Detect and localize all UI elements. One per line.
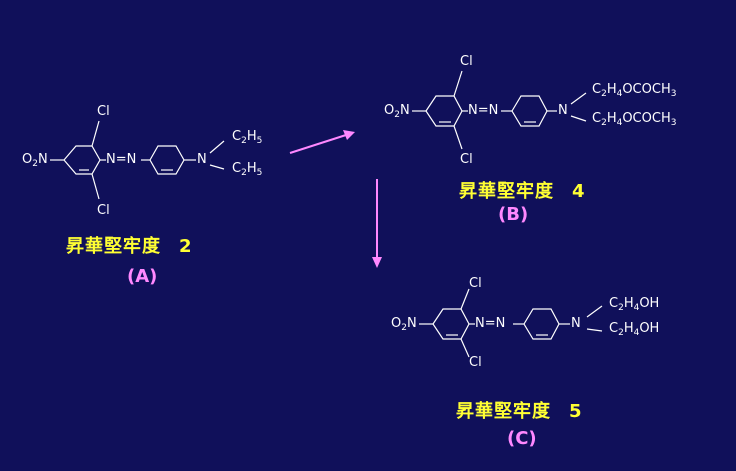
hydroxyethyl-group-c-1: C2H4OH (609, 296, 660, 313)
chlorine-bottom-a: Cl (97, 203, 110, 218)
chlorine-top-c: Cl (469, 276, 482, 291)
chlorine-bottom-c: Cl (469, 355, 482, 370)
arrow-a-to-b (289, 130, 355, 154)
acetoxyethyl-group-b-1: C2H4OCOCH3 (592, 82, 677, 99)
amine-nitrogen-b: N (558, 103, 568, 118)
chlorine-bottom-b: Cl (460, 152, 473, 167)
label-a: (A) (127, 266, 158, 287)
ethyl-group-a-2: C2H5 (232, 161, 263, 178)
azo-group-b: N=N (468, 103, 499, 118)
chlorine-top-b: Cl (460, 54, 473, 69)
label-c: (C) (507, 428, 537, 449)
chlorine-top-a: Cl (97, 104, 110, 119)
label-b: (B) (498, 204, 529, 225)
acetoxyethyl-group-b-2: C2H4OCOCH3 (592, 111, 677, 128)
azo-group-a: N=N (106, 152, 137, 167)
ethyl-group-a-1: C2H5 (232, 129, 263, 146)
nitro-group-c: O2N (391, 316, 417, 333)
arrow-a-to-c (372, 179, 382, 268)
amine-nitrogen-a: N (197, 152, 207, 167)
nitro-group-b: O2N (384, 103, 410, 120)
amine-nitrogen-c: N (571, 316, 581, 331)
azo-group-c: N=N (475, 316, 506, 331)
nitro-group-a: O2N (22, 152, 48, 169)
hydroxyethyl-group-c-2: C2H4OH (609, 321, 660, 338)
